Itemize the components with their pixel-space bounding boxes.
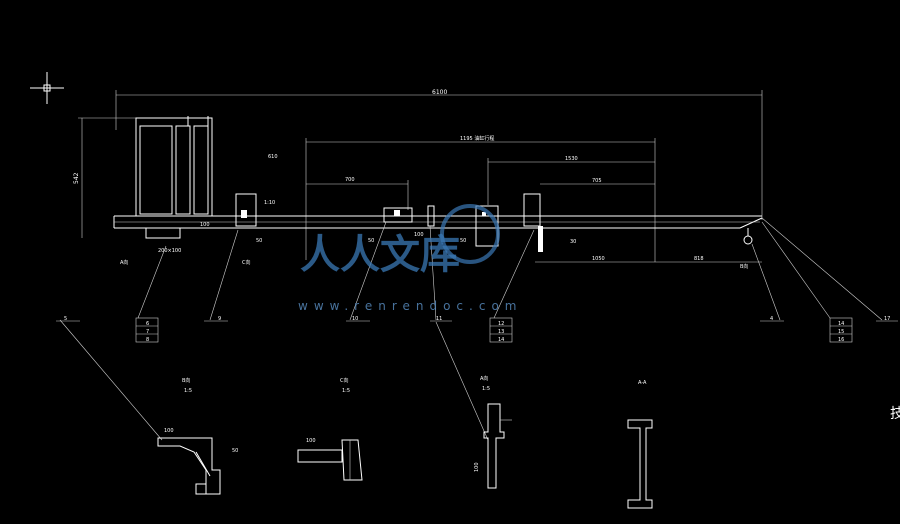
tag-c: C向 — [242, 259, 251, 266]
box-16: 16 — [838, 337, 844, 343]
watermark-text: 人人文库 — [300, 232, 460, 278]
dim-705-label: 705 — [592, 178, 602, 184]
box-6: 6 — [146, 321, 149, 327]
box-12: 12 — [498, 321, 504, 327]
tag-a: A向 — [120, 259, 128, 266]
box-7: 7 — [146, 329, 149, 335]
watermark-url: www.renrendoc.com — [298, 299, 522, 313]
dim-1195-label: 1195 油缸行程 — [460, 135, 494, 142]
dim-542-label: 542 — [73, 172, 80, 184]
section-b-view: B向 1:5 100 50 — [157, 377, 238, 495]
section-c-dim-100: 100 — [306, 438, 316, 444]
height-dimension: 542 610 — [73, 117, 278, 238]
box-13: 13 — [498, 329, 504, 335]
crosshair-cursor-icon — [30, 72, 64, 104]
main-beam — [113, 215, 763, 229]
box-15: 15 — [838, 329, 844, 335]
section-b-title: B向 — [182, 377, 190, 384]
hook-icon — [743, 228, 753, 245]
leader-lines — [59, 217, 883, 441]
dim-30-label: 30 — [570, 239, 576, 245]
section-a-scale: 1:5 — [482, 386, 490, 392]
part-box-right — [829, 317, 853, 343]
box-14: 14 — [498, 337, 504, 343]
mid-dimensions: 1530 705 700 — [306, 156, 655, 210]
tag-b: B向 — [740, 263, 748, 270]
section-c-view: C向 1:5 100 — [297, 377, 363, 481]
watermark-logo-icon — [440, 204, 500, 264]
section-a-view: A向 1:5 100 — [474, 375, 512, 489]
section-b-dim-100: 100 — [164, 428, 174, 434]
dim-818-label: 818 — [694, 256, 704, 262]
dim-1-10-label: 1:10 — [264, 200, 275, 206]
dim-1530-label: 1530 — [565, 156, 578, 162]
section-c-scale: 1:5 — [342, 388, 350, 394]
section-b-dim-50: 50 — [232, 448, 238, 454]
callout-17: 17 — [884, 316, 890, 322]
part-box-left — [135, 317, 159, 343]
dim-overall-label: 6100 — [432, 89, 447, 96]
dim-50-a-label: 50 — [256, 238, 262, 244]
callout-9: 9 — [218, 316, 221, 322]
callout-5: 5 — [64, 316, 67, 322]
callout-4: 4 — [770, 316, 773, 322]
dim-200x100-label: 200×100 — [158, 248, 181, 254]
left-frame: 100 — [135, 116, 213, 239]
beam-labels: A向 200×100 C向 30 B向 — [120, 239, 748, 270]
overall-dimension: 6100 — [115, 89, 763, 220]
bottom-dimensions: 1050 818 — [535, 256, 762, 263]
section-a-title: A向 — [480, 375, 488, 382]
watermark: 人人文库 www.renrendoc.com — [298, 204, 522, 313]
dim-610-label: 610 — [268, 154, 278, 160]
dim-100-a-label: 100 — [200, 222, 210, 228]
section-aa-view: A-A — [627, 380, 653, 509]
callout-10: 10 — [352, 316, 358, 322]
dim-100-b-label: 100 — [414, 232, 424, 238]
section-a-dim-100: 100 — [474, 462, 480, 472]
box-8: 8 — [146, 337, 149, 343]
stroke-dimension: 1195 油缸行程 — [305, 135, 656, 262]
dim-50-b-label: 50 — [368, 238, 374, 244]
box-14b: 14 — [838, 321, 844, 327]
section-c-title: C向 — [340, 377, 349, 384]
section-b-scale: 1:5 — [184, 388, 192, 394]
callout-11: 11 — [436, 316, 442, 322]
dim-50-c-label: 50 — [460, 238, 466, 244]
part-box-mid — [489, 317, 513, 343]
section-aa-title: A-A — [638, 380, 647, 386]
cylinder-bracket: 100 50 — [368, 205, 435, 244]
dim-1050-label: 1050 — [592, 256, 605, 262]
dim-700-label: 700 — [345, 177, 355, 183]
middle-blocks: 50 — [460, 193, 543, 252]
side-title-fragment: 技 — [890, 406, 900, 422]
bracket-left: 1:10 50 — [235, 193, 275, 244]
